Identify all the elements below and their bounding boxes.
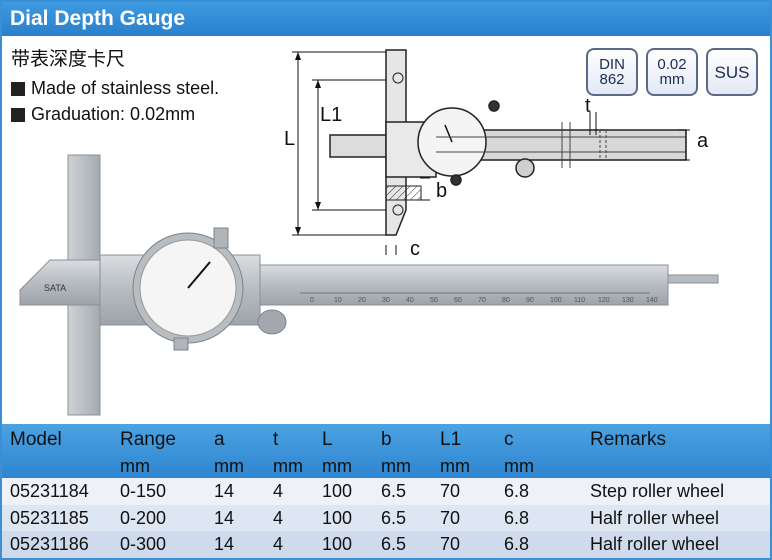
bullet-square-icon: [11, 107, 25, 122]
feature-item: Made of stainless steel.: [11, 78, 219, 99]
header-remarks: Remarks: [590, 429, 667, 450]
ruler-number: 100: [550, 297, 562, 304]
unit-t: mm: [273, 456, 303, 476]
ruler-number: 30: [382, 297, 390, 304]
ruler-number: 10: [334, 297, 342, 304]
din-badge: DIN 862: [586, 48, 638, 96]
graduation-badge: 0.02 mm: [646, 48, 698, 96]
ruler-number: 80: [502, 297, 510, 304]
unit-c: mm: [504, 456, 534, 476]
header-L: L: [322, 429, 333, 450]
feature-item: Graduation: 0.02mm: [11, 104, 195, 125]
ruler-number: 110: [574, 297, 585, 304]
technical-drawing: [292, 49, 690, 255]
header-c: c: [504, 429, 514, 450]
table-row: 05231184 0-150 14 4 100 6.5 70 6.8 Step …: [2, 478, 770, 505]
table-row: 05231186 0-300 14 4 100 6.5 70 6.8 Half …: [2, 531, 770, 558]
unit-L: mm: [322, 456, 352, 476]
brand-plate: SATA: [44, 283, 67, 293]
dimension-label-a: a: [697, 130, 709, 152]
dimension-label-L: L: [284, 128, 296, 150]
spec-table: Model Range a t L b L1 c Remarks mm mm m…: [2, 424, 770, 558]
ruler-number: 40: [406, 297, 414, 304]
dimension-label-c: c: [410, 238, 420, 260]
header-L1: L1: [440, 429, 462, 450]
material-badge: SUS: [706, 48, 758, 96]
page-title: Dial Depth Gauge: [2, 2, 770, 36]
unit-a: mm: [214, 456, 244, 476]
ruler-number: 60: [454, 297, 462, 304]
dimension-label-b: b: [436, 180, 448, 202]
product-chinese-name: 带表深度卡尺: [11, 48, 126, 70]
ruler-number: 0: [310, 297, 314, 304]
ruler-number: 120: [598, 297, 610, 304]
ruler-number: 70: [478, 297, 486, 304]
unit-L1: mm: [440, 456, 470, 476]
feature-text: Graduation: 0.02mm: [31, 104, 196, 124]
unit-range: mm: [120, 456, 150, 476]
bullet-square-icon: [11, 81, 25, 96]
dimension-label-t: t: [585, 95, 591, 117]
ruler-number: 90: [526, 297, 534, 304]
header-range: Range: [120, 429, 176, 450]
feature-text: Made of stainless steel.: [31, 78, 220, 98]
ruler-number: 50: [430, 297, 438, 304]
header-b: b: [381, 429, 392, 450]
ruler-number: 20: [358, 297, 366, 304]
header-t: t: [273, 429, 279, 450]
product-photo: 0 10 20 30 40 50 60 70 80 90 100 110 120 130 140: [19, 154, 719, 416]
table-row: 05231185 0-200 14 4 100 6.5 70 6.8 Half …: [2, 505, 770, 531]
dimension-label-L1: L1: [320, 104, 343, 126]
unit-b: mm: [381, 456, 411, 476]
header-a: a: [214, 429, 225, 450]
ruler-number: 130: [622, 297, 634, 304]
ruler-number: 140: [646, 297, 658, 304]
table-header: Model Range a t L b L1 c Remarks mm mm m…: [2, 424, 770, 478]
header-model: Model: [10, 429, 62, 450]
